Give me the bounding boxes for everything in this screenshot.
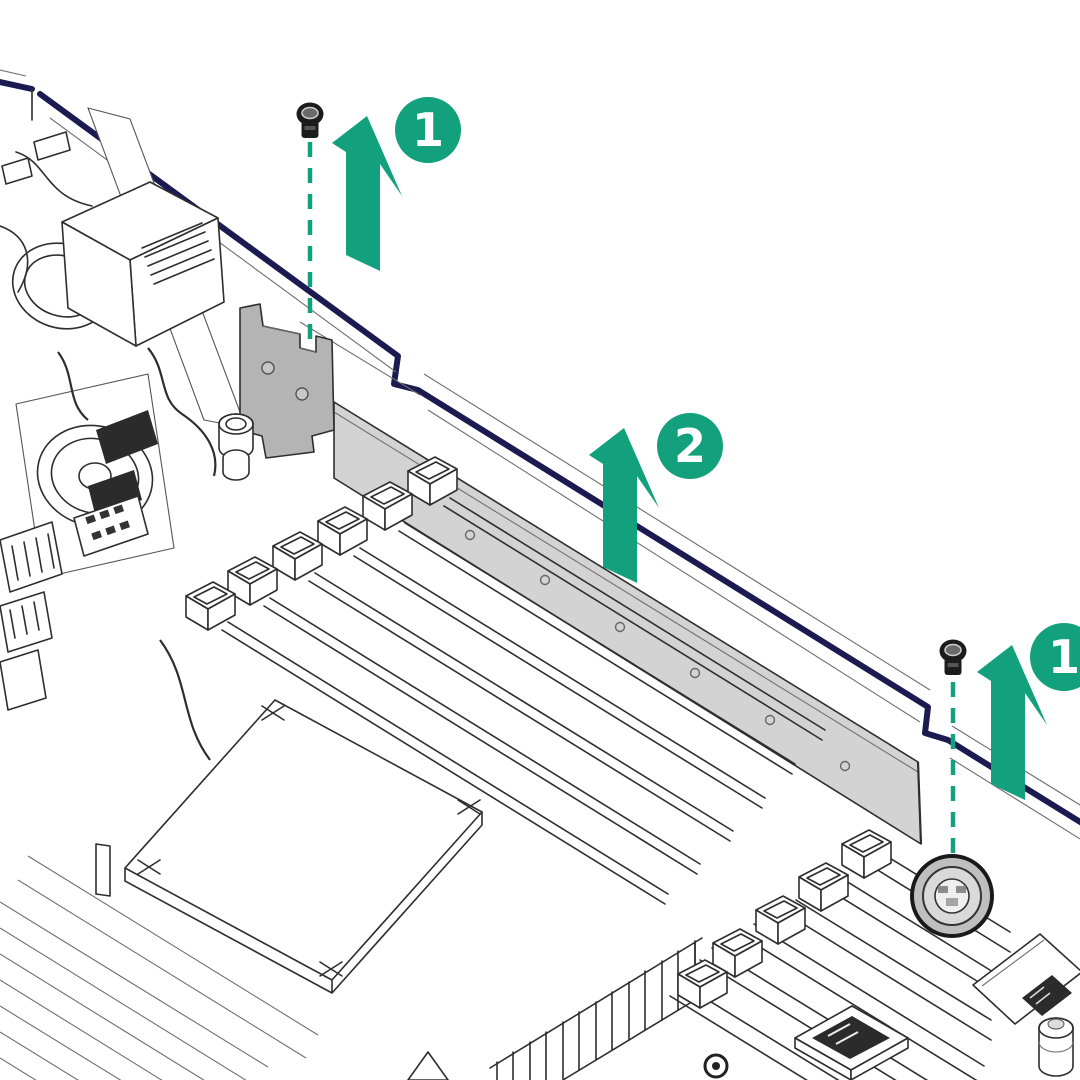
board-connector [0,649,47,711]
power-cable [159,639,211,761]
screw-mount-standoff [910,854,994,938]
usb-connector [794,1005,909,1080]
dimm-latches-bank1 [185,456,458,631]
screw-icon-right [938,638,968,676]
dimm-latches-bank2 [677,829,892,1009]
board-connector [0,521,63,593]
annotations: 1 2 1 [295,97,1080,855]
chassis-wall [0,69,1080,840]
arrow-up-icon-left [332,116,402,271]
callout-badge-left: 1 [395,97,461,163]
cable-connector [96,410,158,464]
sd-card-slot [972,933,1080,1025]
board-connector [0,591,53,653]
fan-cable [57,351,89,421]
screw-icon-left [295,101,325,139]
capacitor [1038,1017,1074,1077]
callout-number: 1 [1048,630,1080,684]
bracket-screw-hole [261,361,275,375]
thumbscrew-standoff [218,413,254,481]
board-component [407,1051,449,1080]
board-edge-lines [0,855,319,1080]
fan-vent-hatch [141,222,215,285]
callout-number: 2 [674,419,706,473]
callout-number: 1 [412,103,444,157]
callout-badge-middle: 2 [657,413,723,479]
fan-assembly [0,131,225,761]
fan-cable [147,347,217,477]
cpu-heatsink [95,699,703,1080]
small-standoff-ring [703,1053,729,1079]
baffle-bracket [239,303,335,459]
cable-connector [88,470,142,518]
dimm-slots-bank1 [221,497,826,905]
callout-badge-right: 1 [1030,623,1080,691]
bracket-screw-hole [295,387,309,401]
pin-connector [73,495,149,557]
